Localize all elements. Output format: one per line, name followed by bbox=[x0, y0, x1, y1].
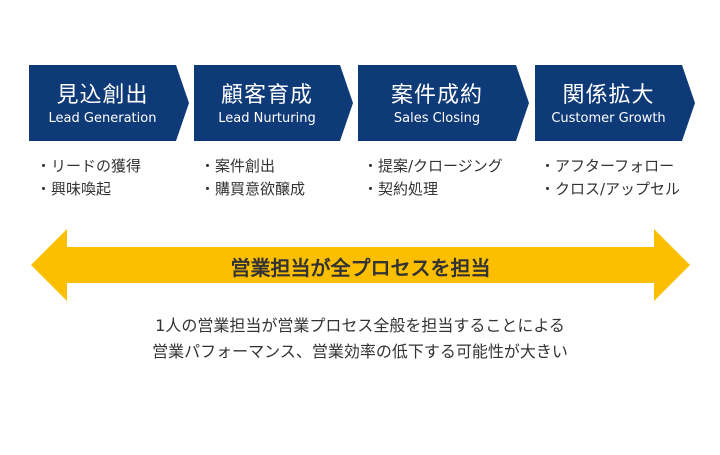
bullet-item: ・アフターフォロー bbox=[540, 157, 675, 175]
stage-sales-closing: 案件成約 Sales Closing bbox=[358, 65, 529, 141]
stage-subtitle: Customer Growth bbox=[551, 111, 666, 126]
bullet-item: ・案件創出 bbox=[200, 157, 276, 175]
bullet-item: ・提案/クロージング bbox=[363, 157, 503, 175]
summary-line: 営業パフォーマンス、営業効率の低下する可能性が大きい bbox=[152, 342, 568, 361]
stage-title: 見込創出 bbox=[56, 83, 149, 108]
stage-bullets: ・アフターフォロー ・クロス/アップセル bbox=[540, 155, 680, 201]
bullet-item: ・リードの獲得 bbox=[36, 157, 142, 175]
stage-lead-nurturing: 顧客育成 Lead Nurturing bbox=[194, 65, 353, 141]
bullet-item: ・クロス/アップセル bbox=[540, 180, 681, 198]
bullet-item: ・購買意欲醸成 bbox=[200, 180, 306, 198]
stage-bullets: ・案件創出 ・購買意欲醸成 bbox=[200, 155, 305, 201]
stage-subtitle: Lead Nurturing bbox=[218, 111, 316, 126]
stage-title: 顧客育成 bbox=[220, 83, 313, 108]
stage-title: 関係拡大 bbox=[562, 83, 655, 108]
stage-subtitle: Lead Generation bbox=[48, 111, 157, 126]
bullet-item: ・契約処理 bbox=[363, 180, 439, 198]
stage-bullets: ・提案/クロージング ・契約処理 bbox=[363, 155, 503, 201]
stage-subtitle: Sales Closing bbox=[393, 111, 481, 126]
stage-lead-generation: 見込創出 Lead Generation bbox=[29, 65, 189, 141]
double-arrow-icon bbox=[31, 229, 690, 301]
bullet-item: ・興味喚起 bbox=[36, 180, 112, 198]
summary-line: 1人の営業担当が営業プロセス全般を担当することによる bbox=[155, 316, 565, 335]
stage-bullets: ・リードの獲得 ・興味喚起 bbox=[36, 155, 141, 201]
summary-text: 1人の営業担当が営業プロセス全般を担当することによる 営業パフォーマンス、営業効… bbox=[0, 313, 720, 365]
stage-title: 案件成約 bbox=[390, 83, 483, 108]
arrow-label: 営業担当が全プロセスを担当 bbox=[230, 256, 491, 280]
stage-customer-growth: 関係拡大 Customer Growth bbox=[535, 65, 695, 141]
